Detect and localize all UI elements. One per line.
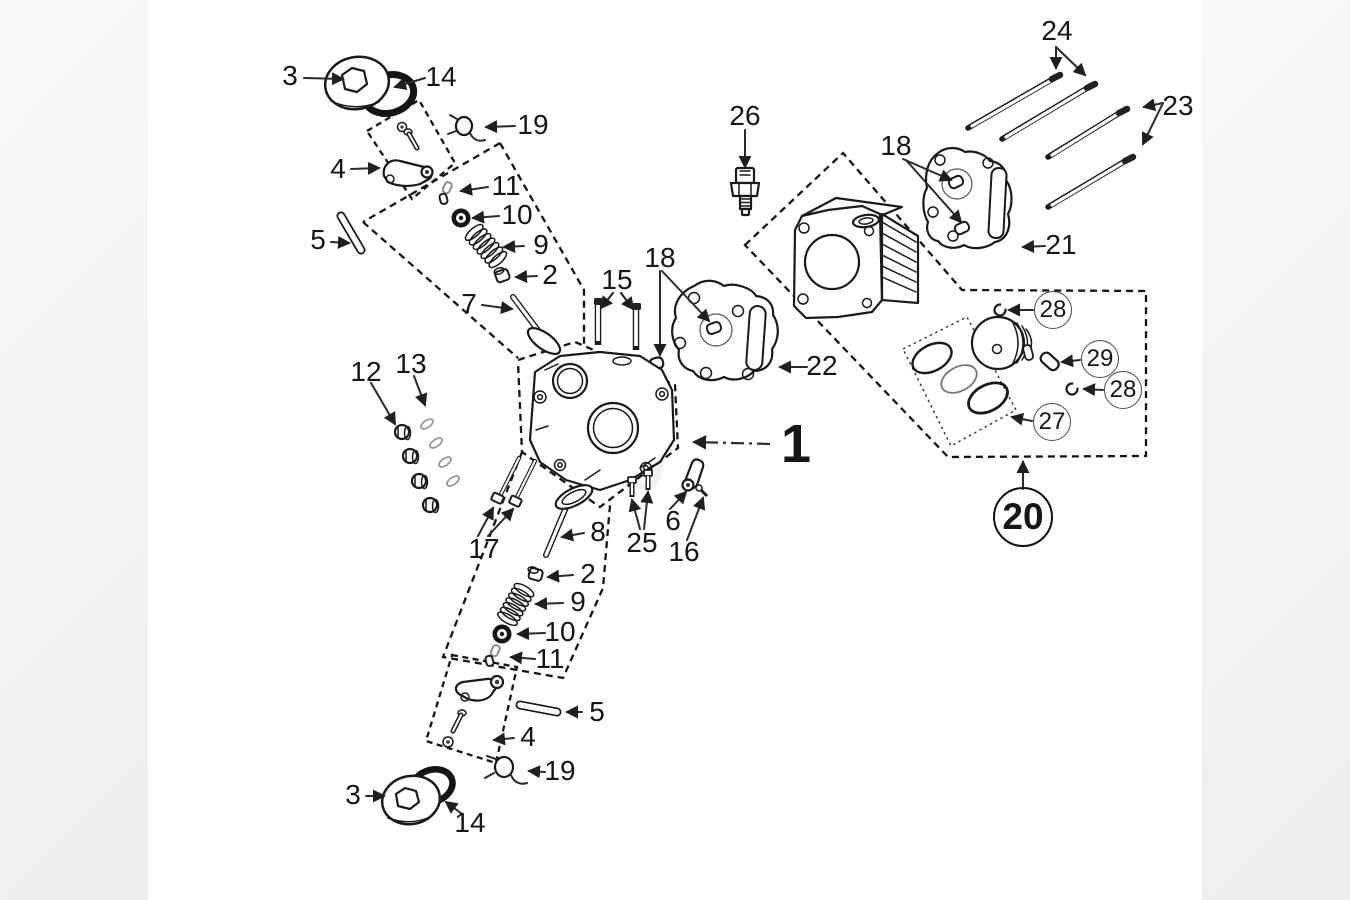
sensor-26-drawing	[729, 166, 761, 217]
callout-14: 14	[454, 807, 486, 838]
studs-23-drawing	[1045, 105, 1137, 210]
callout-1: 1	[780, 414, 812, 474]
assembly-1-leader	[691, 435, 771, 450]
callout-6: 6	[665, 505, 681, 536]
valve-7-drawing	[510, 294, 562, 356]
keepers-lower-drawing	[484, 644, 501, 667]
gasket-22-drawing	[671, 279, 779, 382]
nuts-12-drawing	[393, 423, 440, 514]
rocker-arm-upper-drawing	[382, 121, 434, 188]
callout-29: 29	[1081, 340, 1119, 378]
callout-11: 11	[535, 643, 565, 674]
cylinder-head-drawing	[528, 350, 676, 492]
leader-arrows	[303, 46, 1164, 815]
callout-28: 28	[1034, 291, 1072, 329]
keepers-upper-drawing	[438, 181, 453, 205]
callout-25: 25	[626, 527, 658, 558]
cap-drawing-bottom	[380, 774, 442, 826]
cylinder-drawing	[792, 196, 920, 320]
seal-upper-drawing	[493, 266, 511, 284]
lever-6-drawing	[681, 458, 705, 492]
pin-29-drawing	[1039, 351, 1060, 372]
rings-27-drawing	[911, 341, 1009, 415]
callout-18: 18	[644, 242, 676, 273]
spring-lower-drawing	[496, 582, 535, 627]
valve-8-drawing	[543, 484, 594, 558]
callout-16: 16	[668, 536, 700, 567]
callout-19: 19	[517, 109, 549, 140]
callout-9: 9	[570, 586, 586, 617]
callout-13: 13	[395, 348, 427, 379]
callout-15: 15	[601, 264, 633, 295]
callout-27: 27	[1033, 403, 1071, 441]
shaft-pin-upper-drawing	[336, 211, 366, 255]
callout-3: 3	[345, 779, 361, 810]
retainer-lower-drawing	[492, 624, 512, 644]
callout-22: 22	[806, 350, 838, 381]
callout-24: 24	[1041, 15, 1073, 46]
callout-17: 17	[468, 533, 500, 564]
callout-7: 7	[461, 288, 477, 319]
left-margin	[0, 0, 148, 900]
callout-28: 28	[1104, 371, 1142, 409]
callout-9: 9	[533, 229, 549, 260]
callout-3: 3	[282, 60, 298, 91]
callout-20: 20	[993, 487, 1053, 547]
callout-5: 5	[589, 696, 605, 727]
callout-10: 10	[501, 199, 533, 230]
circlip-28-drawings	[993, 303, 1079, 396]
callout-23: 23	[1162, 90, 1194, 121]
adjusters-25-drawing	[627, 469, 653, 497]
dashed-region-valve-train-upper	[362, 142, 586, 359]
rocker-box-lower	[424, 653, 519, 765]
piston-drawing	[970, 315, 1035, 371]
callout-4: 4	[330, 153, 346, 184]
seal-lower-drawing	[527, 566, 544, 582]
callout-10: 10	[544, 616, 576, 647]
callout-2: 2	[580, 558, 596, 589]
studs-24-drawing	[965, 71, 1099, 142]
cap-drawing-top	[323, 55, 391, 111]
right-margin	[1202, 0, 1350, 900]
bolts-17-drawing	[490, 455, 538, 508]
callout-26: 26	[729, 100, 761, 131]
shaft-pin-lower-drawing	[515, 700, 562, 717]
washers-13-drawing	[420, 418, 460, 487]
callout-2: 2	[542, 259, 558, 290]
callout-11: 11	[491, 170, 521, 201]
rocker-arm-lower-drawing	[442, 674, 505, 748]
callout-5: 5	[310, 224, 326, 255]
clip-drawing-bottom	[484, 755, 528, 785]
callout-4: 4	[520, 721, 536, 752]
dashed-region-cylinder-kit	[743, 151, 1148, 459]
callout-8: 8	[590, 516, 606, 547]
callout-21: 21	[1045, 229, 1077, 260]
screw-16-drawing	[695, 484, 709, 498]
callout-18: 18	[880, 130, 912, 161]
clip-drawing-top	[447, 114, 486, 142]
dashed-region-valve-train-lower	[441, 451, 612, 680]
callout-19: 19	[544, 755, 576, 786]
callout-12: 12	[350, 356, 382, 387]
retainer-upper-drawing	[451, 208, 471, 228]
callout-14: 14	[425, 61, 457, 92]
